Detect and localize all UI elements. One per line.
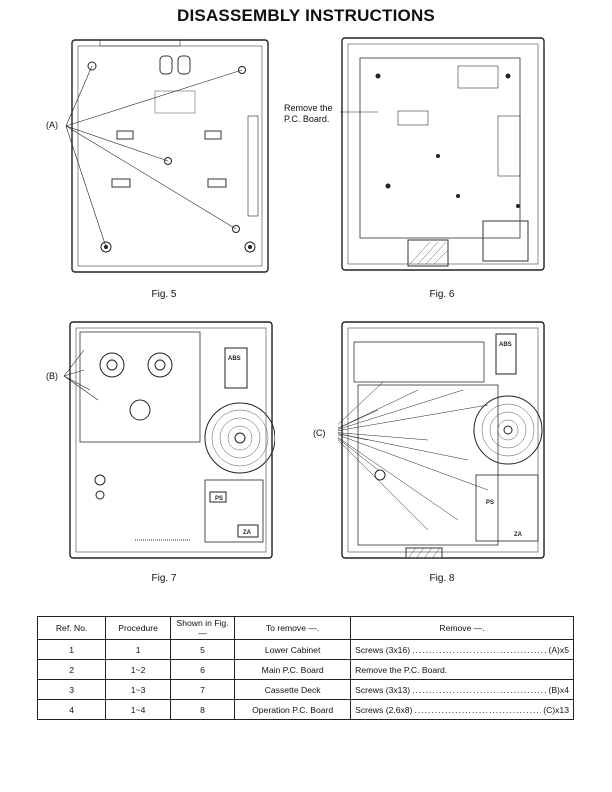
header-ref-no: Ref. No. xyxy=(36,616,107,640)
figure-6-caption: Fig. 6 xyxy=(429,289,455,300)
remove-ref: (B)x4 xyxy=(548,684,569,695)
cell-procedure: 1~2 xyxy=(105,659,171,680)
ps-label-fig8: PS xyxy=(486,500,494,506)
cell-fig: 5 xyxy=(169,639,236,660)
page-title: DISASSEMBLY INSTRUCTIONS xyxy=(177,6,435,25)
abs-label-fig7: ABS xyxy=(228,356,241,362)
cell-ref: 1 xyxy=(36,639,107,660)
callout-line-2: P.C. Board. xyxy=(284,114,330,124)
header-remove: Remove —. xyxy=(350,616,574,640)
header-procedure: Procedure xyxy=(105,616,171,640)
cell-remove: Remove the P.C. Board. xyxy=(350,659,574,680)
cell-to-remove: Operation P.C. Board xyxy=(234,699,352,720)
cell-ref: 2 xyxy=(36,659,107,680)
table-row: 3 1~3 7 Cassette Deck Screws (3x13).....… xyxy=(36,679,574,700)
remove-ref: (A)x5 xyxy=(548,644,569,655)
cell-fig: 6 xyxy=(169,659,236,680)
remove-text: Screws (3x13) xyxy=(355,684,411,695)
callout-c-label: (C) xyxy=(313,428,326,438)
cell-procedure: 1 xyxy=(105,639,171,660)
table-row: 4 1~4 8 Operation P.C. Board Screws (2.6… xyxy=(36,699,574,720)
cell-fig: 7 xyxy=(169,679,236,700)
figure-8-drawing: PS ZA ABS xyxy=(338,320,550,565)
cell-to-remove: Cassette Deck xyxy=(234,679,352,700)
disassembly-procedure-table: Ref. No. Procedure Shown in Fig. — To re… xyxy=(36,616,574,720)
cell-remove: Screws (3x16)...........................… xyxy=(350,639,574,660)
figure-8-caption: Fig. 8 xyxy=(429,573,455,584)
cell-fig: 8 xyxy=(169,699,236,720)
cell-procedure: 1~4 xyxy=(105,699,171,720)
remove-text: Screws (2.6x8) xyxy=(355,704,413,715)
remove-text: Screws (3x16) xyxy=(355,644,411,655)
callout-b-label: (B) xyxy=(46,371,58,381)
header-to-remove: To remove —. xyxy=(234,616,352,640)
figure-5-caption: Fig. 5 xyxy=(151,289,177,300)
figure-6-drawing xyxy=(338,36,550,274)
za-label-fig7: ZA xyxy=(243,530,252,536)
callout-remove-pc-board: Remove the P.C. Board. xyxy=(284,103,333,125)
figure-5-drawing xyxy=(60,36,275,276)
cell-procedure: 1~3 xyxy=(105,679,171,700)
cell-remove: Screws (2.6x8)..........................… xyxy=(350,699,574,720)
figure-7-caption: Fig. 7 xyxy=(151,573,177,584)
cell-ref: 3 xyxy=(36,679,107,700)
figure-7-drawing: PS ZA ABS xyxy=(60,320,275,565)
cell-ref: 4 xyxy=(36,699,107,720)
ps-label-fig7: PS xyxy=(215,496,223,502)
remove-ref: (C)x13 xyxy=(543,704,569,715)
cell-to-remove: Main P.C. Board xyxy=(234,659,352,680)
za-label-fig8: ZA xyxy=(514,532,523,538)
cell-to-remove: Lower Cabinet xyxy=(234,639,352,660)
cell-remove: Screws (3x13)...........................… xyxy=(350,679,574,700)
callout-line-1: Remove the xyxy=(284,103,333,113)
table-header-row: Ref. No. Procedure Shown in Fig. — To re… xyxy=(36,616,574,640)
callout-a-label: (A) xyxy=(46,120,58,130)
table-row: 1 1 5 Lower Cabinet Screws (3x16).......… xyxy=(36,639,574,660)
abs-label-fig8: ABS xyxy=(499,342,512,348)
table-row: 2 1~2 6 Main P.C. Board Remove the P.C. … xyxy=(36,659,574,680)
header-shown-in-fig: Shown in Fig. — xyxy=(169,616,236,640)
